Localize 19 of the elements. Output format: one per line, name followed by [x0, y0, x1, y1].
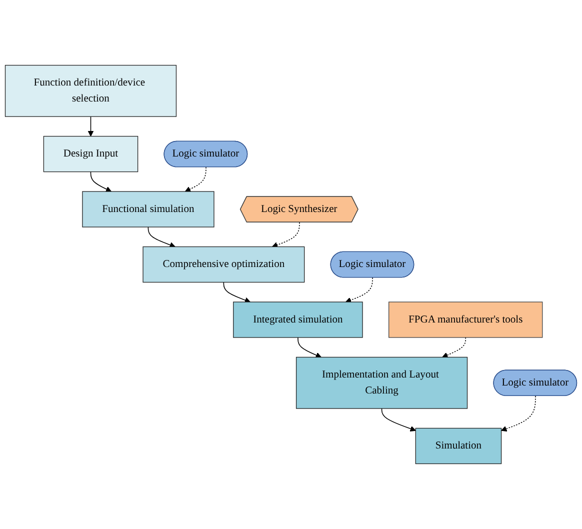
- node-box: FPGA manufacturer's tools: [388, 302, 543, 338]
- arrow: [501, 396, 536, 432]
- node-box: Design Input: [43, 136, 138, 172]
- arrow: [223, 282, 250, 303]
- node-box: Implementation and Layout Cabling: [296, 356, 468, 409]
- node-box: Function definition/device selection: [4, 64, 177, 117]
- node-box: Comprehensive optimization: [142, 246, 305, 283]
- arrow: [184, 166, 206, 192]
- arrow: [298, 337, 322, 358]
- arrow: [148, 226, 176, 248]
- arrow: [272, 222, 300, 248]
- node-box: Simulation: [415, 428, 502, 464]
- arrow: [88, 116, 94, 137]
- arrow: [381, 408, 416, 432]
- arrow: [90, 171, 112, 192]
- arrow: [442, 337, 466, 358]
- node-box: Integrated simulation: [233, 302, 363, 338]
- node-box: Functional simulation: [82, 191, 214, 228]
- arrow: [345, 277, 373, 303]
